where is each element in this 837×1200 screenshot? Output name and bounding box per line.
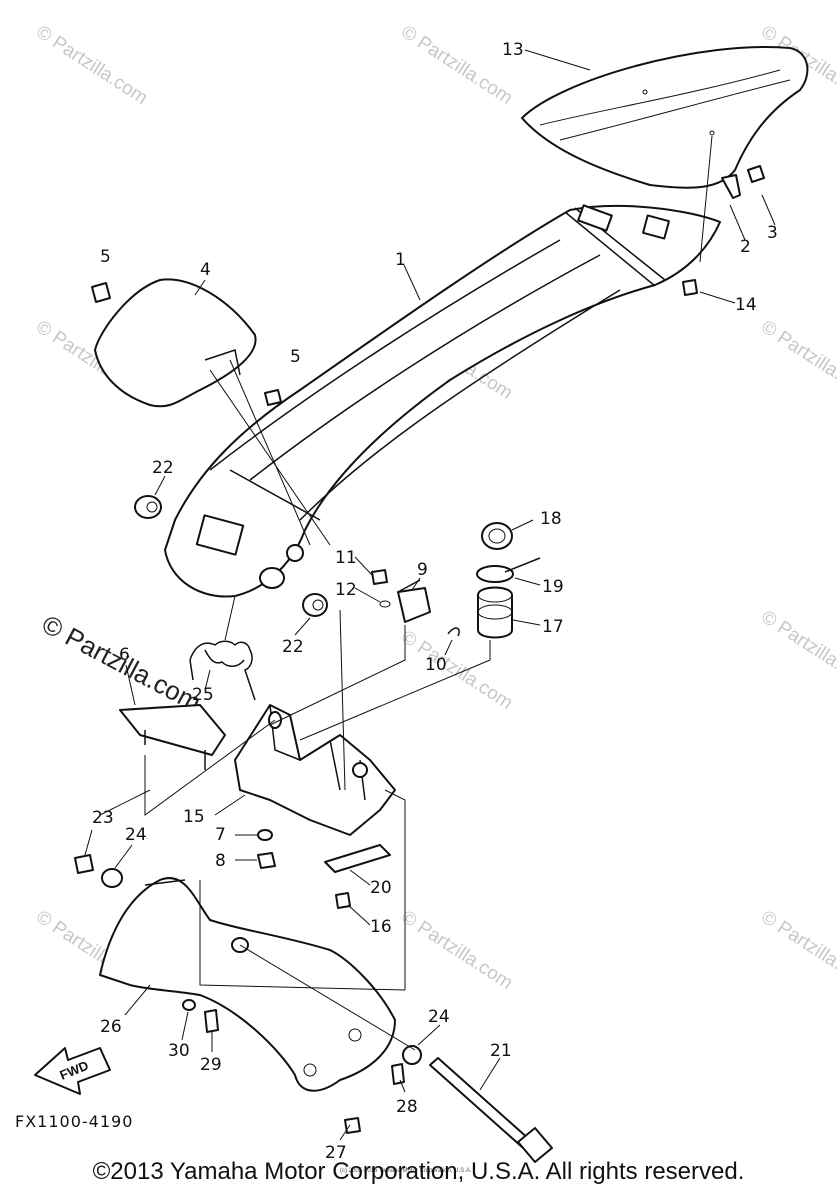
callout-6: 6 — [119, 645, 130, 665]
callout-5: 5 — [290, 347, 301, 367]
watermark: © Partzilla.com — [397, 22, 516, 109]
callout-7: 7 — [215, 825, 226, 845]
callout-2: 2 — [740, 237, 751, 257]
callout-13: 13 — [502, 40, 524, 60]
fwd-arrow: FWD — [34, 1047, 111, 1095]
part-21-long-bolt — [429, 1057, 553, 1163]
watermark: © Partzilla.com — [397, 627, 516, 714]
callout-9: 9 — [417, 560, 428, 580]
callout-19: 19 — [542, 577, 564, 597]
callout-24: 24 — [428, 1007, 450, 1027]
callout-10: 10 — [425, 655, 447, 675]
part-22-bushings — [134, 495, 328, 617]
callout-24: 24 — [125, 825, 147, 845]
watermark: © Partzilla.com — [32, 22, 151, 109]
callout-29: 29 — [200, 1055, 222, 1075]
part-6-plate — [119, 704, 226, 770]
copyright-notice: ©2013 Yamaha Motor Corporation, U.S.A. A… — [92, 1158, 745, 1185]
callout-14: 14 — [735, 295, 757, 315]
callout-22: 22 — [152, 458, 174, 478]
callout-30: 30 — [168, 1041, 190, 1061]
callout-28: 28 — [396, 1097, 418, 1117]
callout-8: 8 — [215, 851, 226, 871]
part-1-handle-pole — [164, 204, 721, 598]
watermark: © Partzilla.com — [757, 607, 837, 694]
callout-16: 16 — [370, 917, 392, 937]
assembly-lines — [99, 359, 491, 1051]
callout-4: 4 — [200, 260, 211, 280]
watermark: © Partzilla.com — [757, 317, 837, 404]
callout-15: 15 — [183, 807, 205, 827]
parts-9-10-11-12 — [371, 569, 460, 637]
callout-25: 25 — [192, 685, 214, 705]
callout-18: 18 — [540, 509, 562, 529]
part-13-grip-pad — [521, 46, 809, 189]
callout-23: 23 — [92, 808, 114, 828]
callout-26: 26 — [100, 1017, 122, 1037]
callout-20: 20 — [370, 878, 392, 898]
small-hardware-bottom — [182, 999, 405, 1134]
callout-27: 27 — [325, 1143, 347, 1163]
small-print: (c) 2005-2016 Yamaha Motor Corporation, … — [340, 1168, 472, 1174]
part-26-cover — [99, 877, 396, 1092]
callouts: 1 2 3 4 5 5 6 7 8 9 10 11 12 13 14 15 16… — [92, 40, 778, 1163]
callout-21: 21 — [490, 1041, 512, 1061]
callout-12: 12 — [335, 580, 357, 600]
part-25-spring — [189, 640, 256, 701]
parts-17-18-19 — [476, 522, 541, 639]
small-hardware-mid — [74, 829, 422, 1065]
callout-1: 1 — [395, 250, 406, 270]
callout-5: 5 — [100, 247, 111, 267]
leader-lines — [84, 49, 776, 1141]
callout-17: 17 — [542, 617, 564, 637]
callout-11: 11 — [335, 548, 357, 568]
watermark: © Partzilla.com — [397, 907, 516, 994]
small-fasteners-top — [91, 135, 765, 406]
part-15-bracket — [234, 704, 396, 836]
watermark: © Partzilla.com — [757, 907, 837, 994]
drawing-code: FX1100-4190 — [15, 1112, 133, 1131]
callout-3: 3 — [767, 223, 778, 243]
part-4-cover — [94, 278, 257, 408]
callout-22: 22 — [282, 637, 304, 657]
